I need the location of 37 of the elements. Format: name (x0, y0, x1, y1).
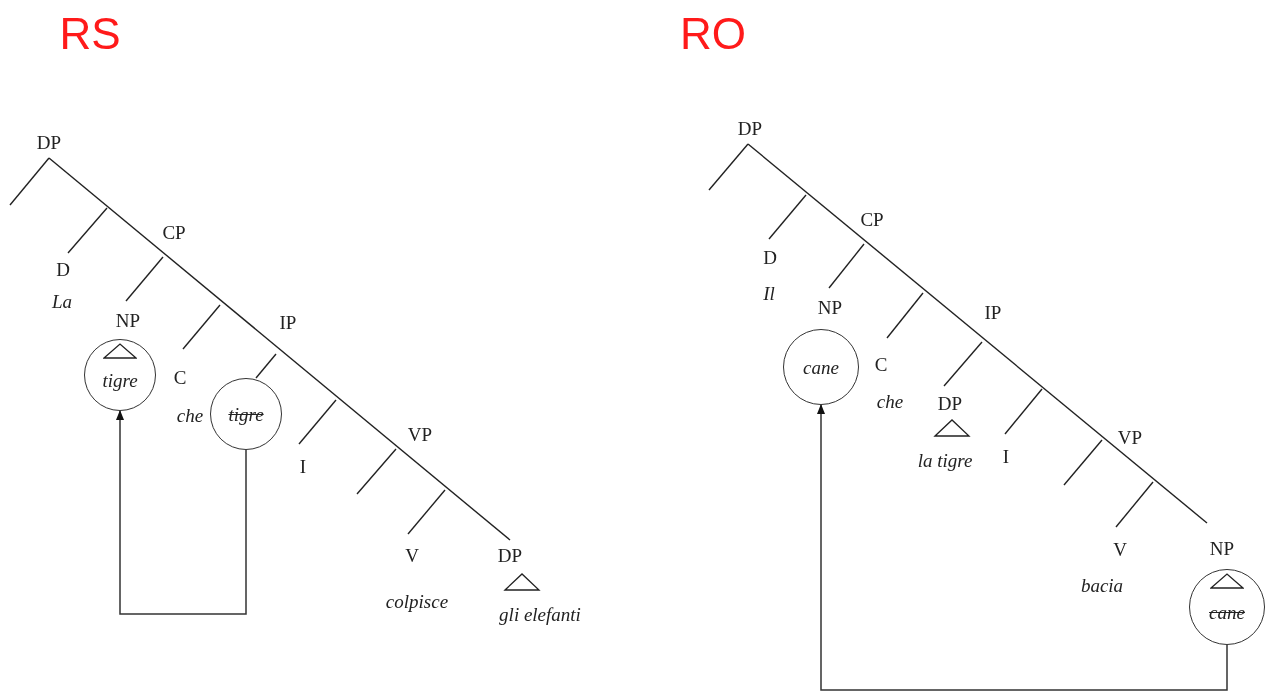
category-label: NP (115, 310, 141, 330)
category-label: I (1002, 446, 1010, 466)
word-label: tigre (102, 370, 138, 390)
category-label: NP (1209, 538, 1235, 558)
word-label: che (176, 405, 204, 425)
category-label: DP (36, 132, 62, 152)
category-label: DP (737, 118, 763, 138)
category-label: C (874, 354, 888, 374)
category-label: VP (1117, 427, 1143, 447)
category-label: NP (817, 297, 843, 317)
category-label: CP (162, 222, 186, 242)
word-label: bacia (1080, 575, 1124, 595)
word-label: Il (763, 283, 775, 303)
category-label: DP (497, 545, 523, 565)
category-label: D (56, 259, 70, 279)
category-label: DP (937, 393, 963, 413)
category-label: IP (984, 302, 1002, 322)
category-label: I (299, 456, 307, 476)
word-label: tigre (228, 404, 264, 424)
category-label: IP (279, 312, 297, 332)
word-label: cane (803, 357, 839, 377)
category-label: CP (860, 209, 884, 229)
tree-heading: RO (680, 12, 746, 56)
word-label: La (51, 291, 73, 311)
word-label: gli elefanti (499, 604, 581, 624)
category-label: D (763, 247, 777, 267)
category-label: V (405, 545, 419, 565)
word-label: cane (1209, 602, 1245, 622)
category-label: V (1113, 539, 1127, 559)
word-label: colpisce (385, 591, 449, 611)
tree-heading: RS (59, 12, 121, 56)
word-label: la tigre (917, 450, 973, 470)
category-label: C (173, 367, 187, 387)
movement-arrow (116, 410, 247, 615)
category-label: VP (407, 424, 433, 444)
word-label: che (876, 391, 904, 411)
movement-arrow (817, 404, 1228, 691)
